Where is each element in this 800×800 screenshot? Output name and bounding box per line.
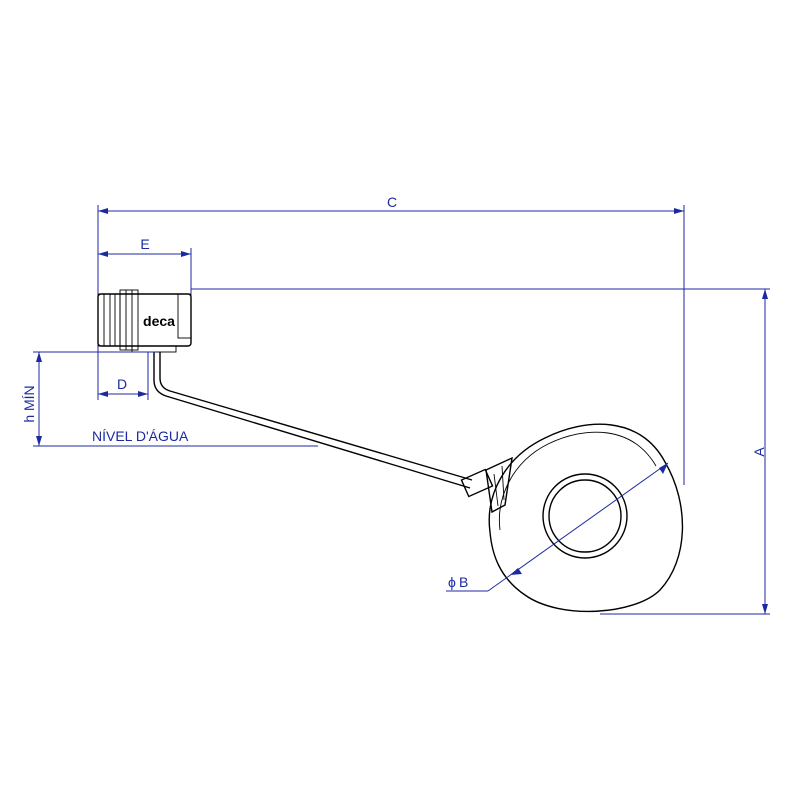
valve-hex-nut: [119, 289, 139, 351]
arrow-head: [36, 352, 42, 362]
dimension-h-min: h MÍN: [21, 351, 156, 446]
arrow-head: [181, 251, 191, 257]
water-level-label: NÍVEL D'ÁGUA: [92, 428, 189, 444]
float-ball: [488, 423, 684, 613]
arm-connector-bracket: [485, 456, 513, 514]
arrow-head: [36, 436, 42, 446]
arrow-head: [674, 208, 684, 214]
arrow-head: [138, 391, 148, 397]
float-arm-upper-line: [153, 352, 471, 489]
dimension-d: D: [97, 346, 149, 400]
dimension-e: E: [98, 236, 192, 294]
float-ball-hub-inner: [548, 479, 622, 553]
dimension-label-e: E: [140, 236, 149, 252]
dimension-label-b-symbol: ϕ: [448, 574, 456, 590]
valve-outlet-cap: [177, 293, 192, 339]
float-valve-assembly: deca: [97, 289, 684, 613]
arrow-head: [98, 251, 108, 257]
float-arm: [153, 352, 473, 489]
dimension-label-b: B: [459, 574, 468, 590]
arrow-head: [98, 391, 108, 397]
arrow-head: [98, 208, 108, 214]
arrow-head: [762, 289, 768, 299]
float-arm-lower-line: [159, 352, 473, 481]
arrow-head: [659, 463, 668, 474]
valve-thread-section: [97, 293, 121, 347]
dimension-c: C: [97, 194, 685, 485]
dimension-label-c: C: [387, 194, 397, 210]
deca-logo: deca: [143, 313, 175, 329]
dimension-b: ϕ B: [446, 462, 669, 592]
dimension-label-h-min: h MÍN: [21, 385, 37, 422]
arm-connector-block: [460, 468, 494, 498]
float-ball-outline: [488, 423, 684, 613]
valve-outlet-stub: [131, 345, 177, 353]
float-ball-contour: [498, 431, 657, 531]
dimension-label-a: A: [751, 447, 767, 457]
valve-body: deca: [97, 289, 192, 351]
water-level: NÍVEL D'ÁGUA: [33, 428, 318, 447]
arm-connector: [460, 456, 513, 514]
arrow-head: [762, 604, 768, 614]
bracket-rib: [493, 473, 499, 507]
arrow-head: [510, 568, 522, 575]
dimension-a: A: [191, 288, 770, 615]
dimension-annotations: C E A D: [21, 194, 770, 615]
dimension-label-d: D: [117, 376, 127, 392]
float-ball-hub-outer: [542, 473, 628, 559]
